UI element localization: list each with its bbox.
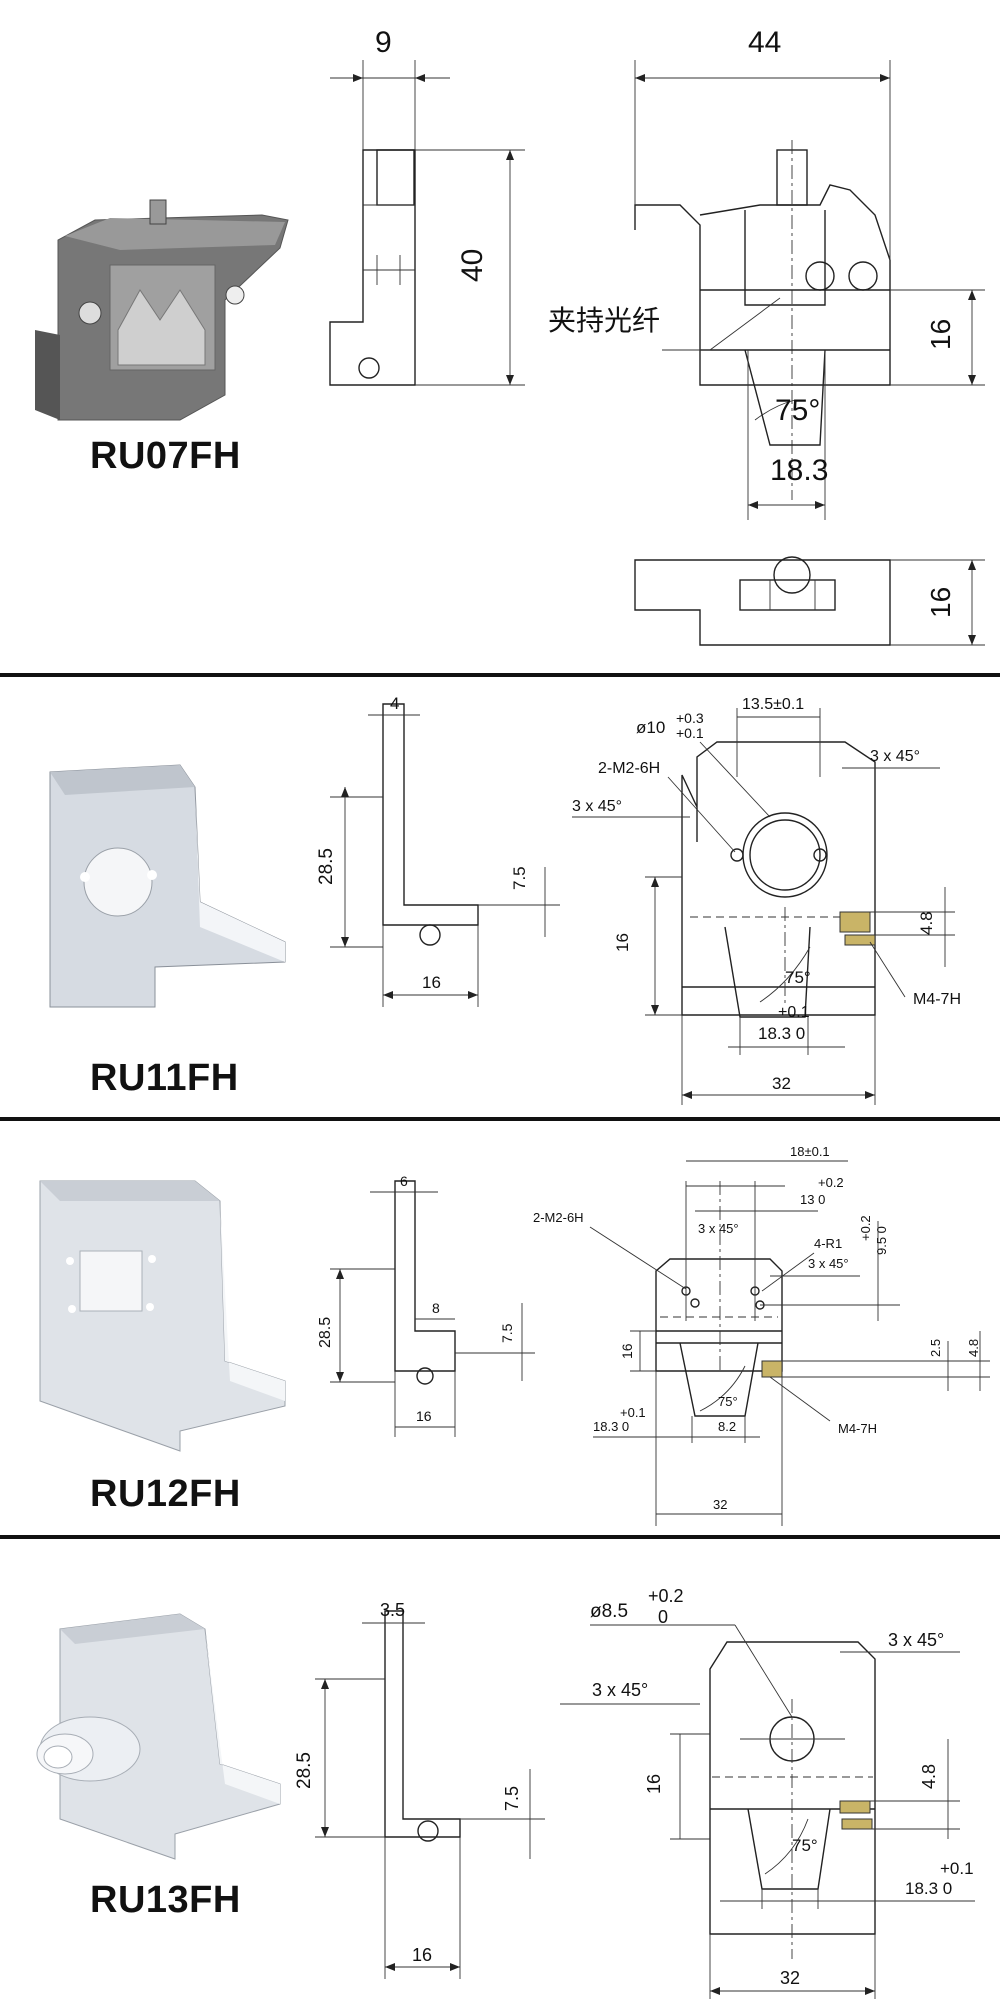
callout-screw: M4-7H: [913, 991, 961, 1008]
dim-bore-tol-up: +0.2: [648, 1586, 684, 1606]
dim-h-left: 16: [644, 1774, 664, 1794]
model-label: RU07FH: [90, 435, 241, 477]
dim-slot: 18.3 0: [758, 1024, 805, 1043]
dim-step: 7.5: [502, 1786, 522, 1811]
dim-slot: 18.3 0: [593, 1419, 629, 1434]
drawing-front-view: 75° 16 4.8 ø8.5 +0.2 0 3 x 45° 3 x 45° +…: [560, 1586, 975, 1999]
product-panel-ru12fh: RU12FH 28.5 6 8 7.5 16 75°: [0, 1121, 1000, 1535]
dim-thickness: 6: [400, 1173, 408, 1189]
product-panel-ru07fh: RU07FH 9 40 44: [0, 0, 1000, 675]
callout-clamp-fiber: 夹持光纤: [548, 305, 660, 336]
drawing-side-view: 28.5 3.5 7.5 16: [294, 1600, 545, 1979]
drawing-side-view: 28.5 4 16 7.5: [316, 694, 560, 1007]
dim-width: 32: [780, 1968, 800, 1988]
mount-bracket-photo-icon: [36, 1613, 281, 1860]
dim-thickness: 3.5: [380, 1600, 405, 1620]
drawing-side-view: 9 40: [329, 26, 525, 386]
dim-step: 7.5: [499, 1323, 515, 1343]
product-photo-ru13fh: [36, 1613, 281, 1860]
dim-height: 28.5: [294, 1752, 315, 1789]
callout-radius: 4-R1: [814, 1236, 842, 1251]
dim-height: 28.5: [317, 1317, 334, 1348]
model-label: RU13FH: [90, 1879, 241, 1921]
dim-height: 28.5: [316, 848, 337, 885]
dim-slot-tol: +0.1: [778, 1004, 810, 1021]
dim-h-left: 16: [619, 1343, 635, 1359]
dim-chamfer-right: 3 x 45°: [888, 1630, 944, 1650]
dim-chamfer-right: 3 x 45°: [870, 748, 920, 765]
dim-angle: 75°: [785, 968, 811, 987]
dim-spacing2: 13 0: [800, 1192, 825, 1207]
dim-spacing: 13.5±0.1: [742, 696, 804, 713]
dim-width: 32: [713, 1497, 727, 1512]
dim-step: 7.5: [510, 866, 529, 890]
dim-width: 32: [772, 1074, 791, 1093]
section-divider: [0, 1117, 1000, 1121]
dim-width-front: 44: [748, 26, 781, 59]
section-divider: [0, 673, 1000, 677]
drawing-front-view: 44 16 75° 18.3 夹持光纤: [548, 26, 985, 520]
dim-offset: 8.2: [718, 1419, 736, 1434]
dim-h-right: 16: [925, 319, 956, 350]
dim-h-right1: 2.5: [928, 1339, 943, 1357]
dim-slot: 18.3: [770, 454, 828, 487]
dim-height: 40: [456, 249, 489, 282]
dim-bore-tol-low: +0.1: [676, 725, 704, 741]
metal-clamp-photo-icon: [35, 199, 289, 421]
dim-bore: ø8.5: [590, 1601, 628, 1622]
dim-h-bottom: 16: [925, 587, 956, 618]
dim-angle: 75°: [775, 394, 820, 427]
drawing-front-view: 75° 16 4.8 32 +0.1 18.3 0 M4-7H 13.5±0.1…: [572, 696, 961, 1105]
dim-thickness: 4: [390, 694, 399, 713]
mount-bracket-photo-icon: [49, 764, 286, 1008]
dim-angle: 75°: [718, 1394, 738, 1409]
dim-width-top: 9: [375, 26, 392, 59]
dim-chamfer-left: 3 x 45°: [592, 1680, 648, 1700]
dim-slot-tol: +0.1: [620, 1405, 646, 1420]
dim-chamfer: 3 x 45°: [698, 1221, 739, 1236]
dim-spacing: 18±0.1: [790, 1144, 830, 1159]
dim-slot: 18.3 0: [905, 1879, 952, 1898]
dim-chamfer2: 3 x 45°: [808, 1256, 849, 1271]
dim-bore-tol-low: 0: [658, 1607, 668, 1627]
dim-v-dim: 9.5 0: [874, 1226, 889, 1255]
dim-base: 16: [416, 1408, 432, 1424]
product-panel-ru11fh: RU11FH 28.5 4 16 7.5 75°: [0, 677, 1000, 1117]
dim-step-w: 8: [432, 1300, 440, 1316]
dim-bore-tol-up: +0.3: [676, 710, 704, 726]
callout-thread: 2-M2-6H: [598, 760, 660, 777]
product-photo-ru07fh: [35, 199, 289, 421]
drawing-front-view: 75° 16 2.5 4.8 18±0.1 +0.2 13 0 +0.2 9.5…: [533, 1144, 990, 1526]
dim-chamfer-left: 3 x 45°: [572, 798, 622, 815]
callout-thread: 2-M2-6H: [533, 1210, 584, 1225]
dim-bore: ø10: [636, 718, 665, 737]
mount-bracket-photo-icon: [39, 1180, 286, 1452]
dim-h-right: 4.8: [919, 1764, 939, 1789]
dim-h-left: 16: [613, 933, 632, 952]
dim-base: 16: [422, 973, 441, 992]
dim-spacing2-tol: +0.2: [818, 1175, 844, 1190]
model-label: RU12FH: [90, 1473, 241, 1515]
drawing-side-view: 28.5 6 8 7.5 16: [317, 1173, 535, 1437]
model-label: RU11FH: [90, 1057, 239, 1099]
dim-base: 16: [412, 1945, 432, 1965]
dim-v-tol: +0.2: [858, 1215, 873, 1241]
drawing-top-view: 16: [634, 556, 985, 646]
dim-h-right2: 4.8: [966, 1339, 981, 1357]
dim-h-right: 4.8: [917, 911, 936, 935]
callout-screw: M4-7H: [838, 1421, 877, 1436]
dim-angle: 75°: [792, 1836, 818, 1855]
product-photo-ru11fh: [49, 764, 286, 1008]
dim-slot-tol: +0.1: [940, 1859, 974, 1878]
product-panel-ru13fh: RU13FH 28.5 3.5 7.5 16 75° 16: [0, 1539, 1000, 2005]
product-photo-ru12fh: [39, 1180, 286, 1452]
section-divider: [0, 1535, 1000, 1539]
